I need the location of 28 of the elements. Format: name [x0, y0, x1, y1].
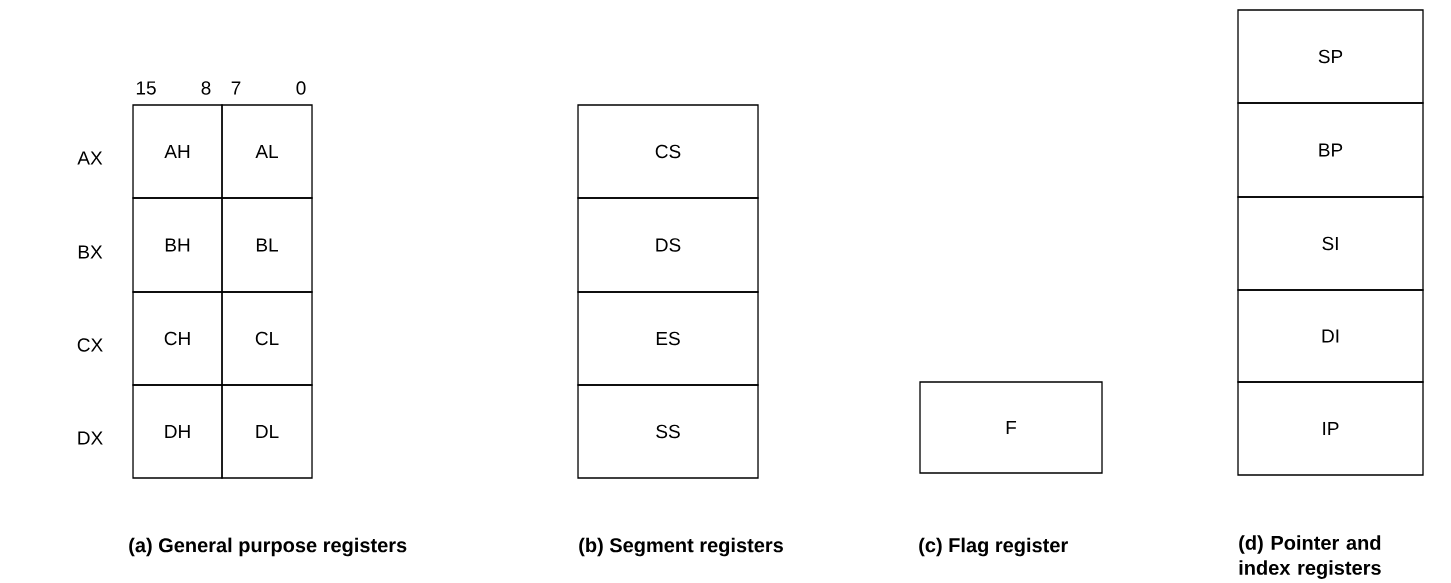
- register-name: CX: [77, 338, 103, 352]
- register-cell: SS: [577, 384, 759, 479]
- register-cell: AL: [221, 104, 313, 199]
- register-cell: AH: [132, 104, 223, 199]
- caption: (b) Segment registers: [579, 537, 783, 557]
- register-cell: BP: [1237, 102, 1424, 198]
- register-cell: F: [919, 381, 1103, 474]
- register-cell: IP: [1237, 381, 1424, 476]
- register-cell: DH: [132, 384, 223, 479]
- register-cell: DL: [221, 384, 313, 479]
- register-name: AX: [77, 151, 103, 165]
- caption: (d) Pointer and index registers: [1239, 535, 1381, 579]
- register-cell: DI: [1237, 289, 1424, 383]
- register-cell: SP: [1237, 9, 1424, 104]
- bit-number: 7: [231, 81, 241, 95]
- register-cell: DS: [577, 197, 759, 293]
- caption: (a) General purpose registers: [129, 537, 407, 557]
- register-cell: SI: [1237, 196, 1424, 291]
- register-cell: BL: [221, 197, 313, 293]
- register-cell: CL: [221, 291, 313, 386]
- register-cell: BH: [132, 197, 223, 293]
- register-cell: CS: [577, 104, 759, 199]
- register-cell: CH: [132, 291, 223, 386]
- bit-number: 8: [201, 81, 211, 95]
- register-cell: ES: [577, 291, 759, 386]
- register-name: BX: [78, 245, 103, 259]
- caption: (c) Flag register: [919, 537, 1068, 557]
- register-name: DX: [78, 431, 103, 445]
